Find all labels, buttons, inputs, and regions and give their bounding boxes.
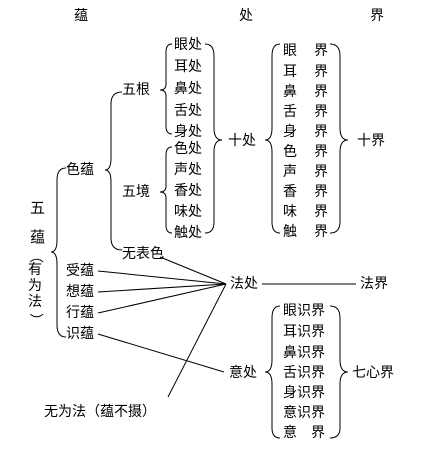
jie-item-b: 界: [314, 64, 328, 80]
seyun-brace: [104, 91, 123, 251]
wujing-brace: [159, 146, 173, 234]
shi-item: 鼻识界: [283, 345, 325, 361]
wujing-item: 声处: [174, 162, 202, 178]
shijie-label: 十界: [357, 133, 385, 149]
skandha-item: 想蕴: [66, 284, 94, 300]
jie-item-a: 香: [283, 184, 297, 200]
fachu-label: 法处: [230, 276, 258, 292]
line-wubiaose-fachu: [159, 256, 227, 285]
shichu-label: 十处: [228, 133, 256, 149]
shi-item: 眼识界: [283, 303, 325, 319]
jie-item-b: 界: [314, 164, 328, 180]
jie-item-b: 界: [314, 144, 328, 160]
wujing-item: 触处: [174, 225, 202, 241]
fajie-label: 法界: [360, 276, 388, 292]
shi-left-brace: [264, 305, 281, 439]
shi-item: 意识界: [283, 405, 325, 421]
wugen-item: 身处: [174, 124, 202, 140]
line-xiangyun-fachu: [97, 283, 227, 293]
wuyun-label-1: 五: [30, 199, 46, 217]
shi-item: 耳识界: [283, 324, 325, 340]
yichu-label: 意处: [229, 365, 257, 381]
wubiaose-label: 无表色: [122, 246, 164, 262]
jie-item-b: 界: [314, 224, 328, 240]
wugen-item: 鼻处: [174, 81, 202, 97]
shi-item: 舌识界: [283, 365, 325, 381]
jie-item-a: 耳: [283, 64, 297, 80]
jie-item-a: 触: [283, 224, 297, 240]
jie-item-b: 界: [314, 124, 328, 140]
jie-left-brace: [264, 43, 281, 234]
wuyun-subtitle: 有为法: [28, 262, 42, 310]
jie-item-b: 界: [314, 43, 328, 59]
line-shiyun-yichu: [97, 333, 225, 373]
shijie-brace: [329, 43, 349, 234]
wuyun-paren-bottom: ）: [27, 313, 43, 327]
shi-item: 身识界: [283, 385, 325, 401]
skandha-item: 受蕴: [66, 263, 94, 279]
skandha-item: 行蕴: [66, 305, 94, 321]
jie-item-b: 界: [314, 184, 328, 200]
wujing-item: 色处: [174, 141, 202, 157]
jie-item-b: 界: [314, 84, 328, 100]
wugen-brace: [159, 43, 173, 135]
header-ayatana: 处: [239, 8, 253, 24]
jie-item-a: 眼: [283, 43, 297, 59]
shichu-brace: [204, 43, 223, 234]
jie-item-a: 身: [283, 124, 297, 140]
line-wuweifa-fachu: [167, 283, 227, 398]
wujing-label: 五境: [122, 184, 150, 200]
seyun-label: 色蕴: [66, 162, 94, 178]
wugen-item: 耳处: [174, 59, 202, 75]
jie-item-a: 鼻: [283, 84, 297, 100]
line-xingyun-fachu: [97, 283, 227, 314]
wuweifa-label: 无为法（蕴不摄）: [44, 404, 156, 420]
jie-item-a: 舌: [283, 104, 297, 120]
qixinjie-label: 七心界: [352, 365, 394, 381]
jie-item-b: 界: [314, 204, 328, 220]
jie-item-a: 味: [283, 204, 297, 220]
skandha-item: 识蕴: [66, 326, 94, 342]
wugen-item: 眼处: [174, 37, 202, 53]
wuyun-label-2: 蕴: [30, 228, 46, 246]
header-dhatu: 界: [370, 8, 384, 24]
wuyun-brace: [50, 167, 67, 338]
wugen-item: 舌处: [174, 103, 202, 119]
wujing-item: 味处: [174, 204, 202, 220]
jie-item-a: 声: [283, 164, 297, 180]
wujing-item: 香处: [174, 183, 202, 199]
line-shouyun-fachu: [97, 270, 227, 285]
wugen-label: 五根: [122, 82, 150, 98]
shi-item: 意 界: [283, 425, 325, 441]
jie-item-b: 界: [314, 104, 328, 120]
qixinjie-brace: [329, 305, 349, 439]
jie-item-a: 色: [283, 144, 297, 160]
header-skandha: 蕴: [74, 8, 88, 24]
